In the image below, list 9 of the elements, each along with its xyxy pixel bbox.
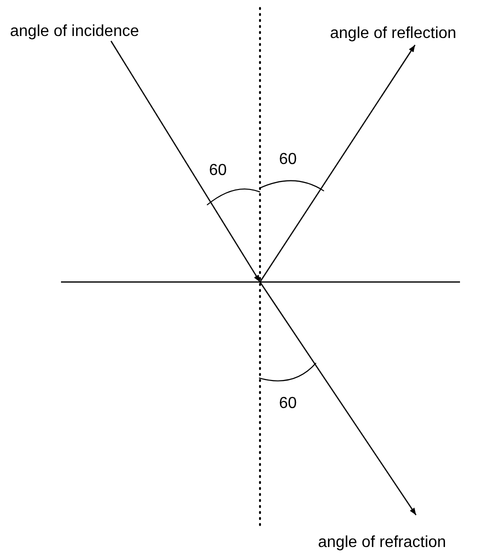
angle-value: 60 [279,151,297,169]
light-ray-arrow [110,40,261,282]
ray-label: angle of refraction [318,534,446,551]
ray-label: angle of incidence [10,23,139,40]
angle-value: 60 [209,162,227,180]
angle-value: 60 [279,395,297,413]
light-ray-arrow [260,44,416,282]
light-ray-arrow [260,282,416,516]
ray-label: angle of reflection [330,25,456,42]
